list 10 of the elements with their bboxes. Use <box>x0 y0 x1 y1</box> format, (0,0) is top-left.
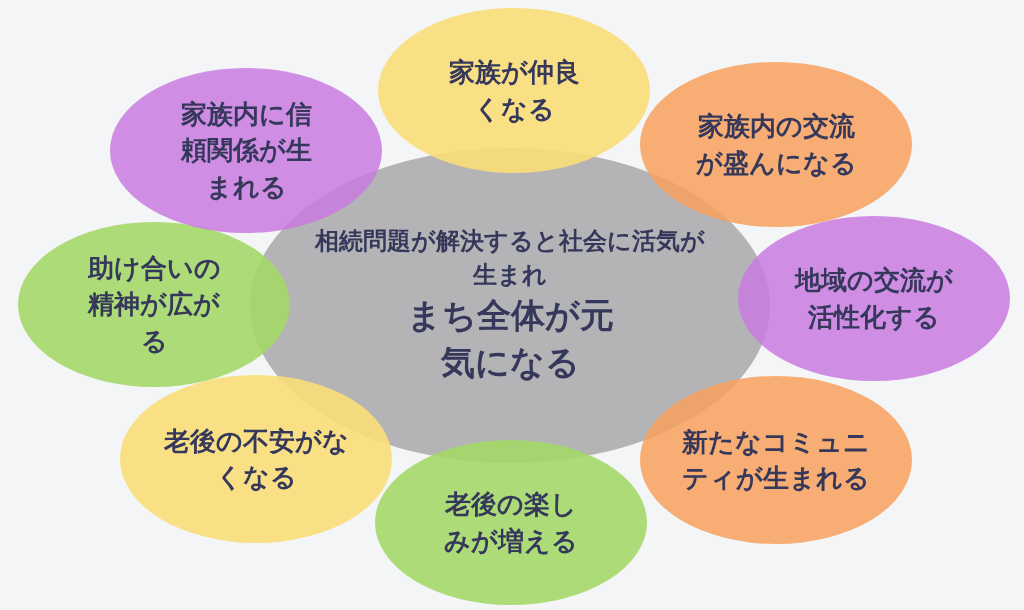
node-text: 地域の交流が活性化する <box>793 264 954 334</box>
node-text: 助け合いの精神が広がる <box>86 251 222 358</box>
node-text: 家族内に信頼関係が生まれる <box>179 97 313 204</box>
node-text: 老後の楽しみが増える <box>443 488 579 558</box>
node-text: 家族内の交流が盛んになる <box>694 110 858 180</box>
node-text: 新たなコミュニティが生まれる <box>681 425 871 495</box>
node-text: 家族が仲良くなる <box>447 56 581 126</box>
node-text: 相続問題が解決すると社会に活気が生まれ <box>315 225 705 291</box>
node-heading: まち全体が元気になる <box>405 293 615 385</box>
node-text: 老後の不安がなくなる <box>162 424 350 494</box>
